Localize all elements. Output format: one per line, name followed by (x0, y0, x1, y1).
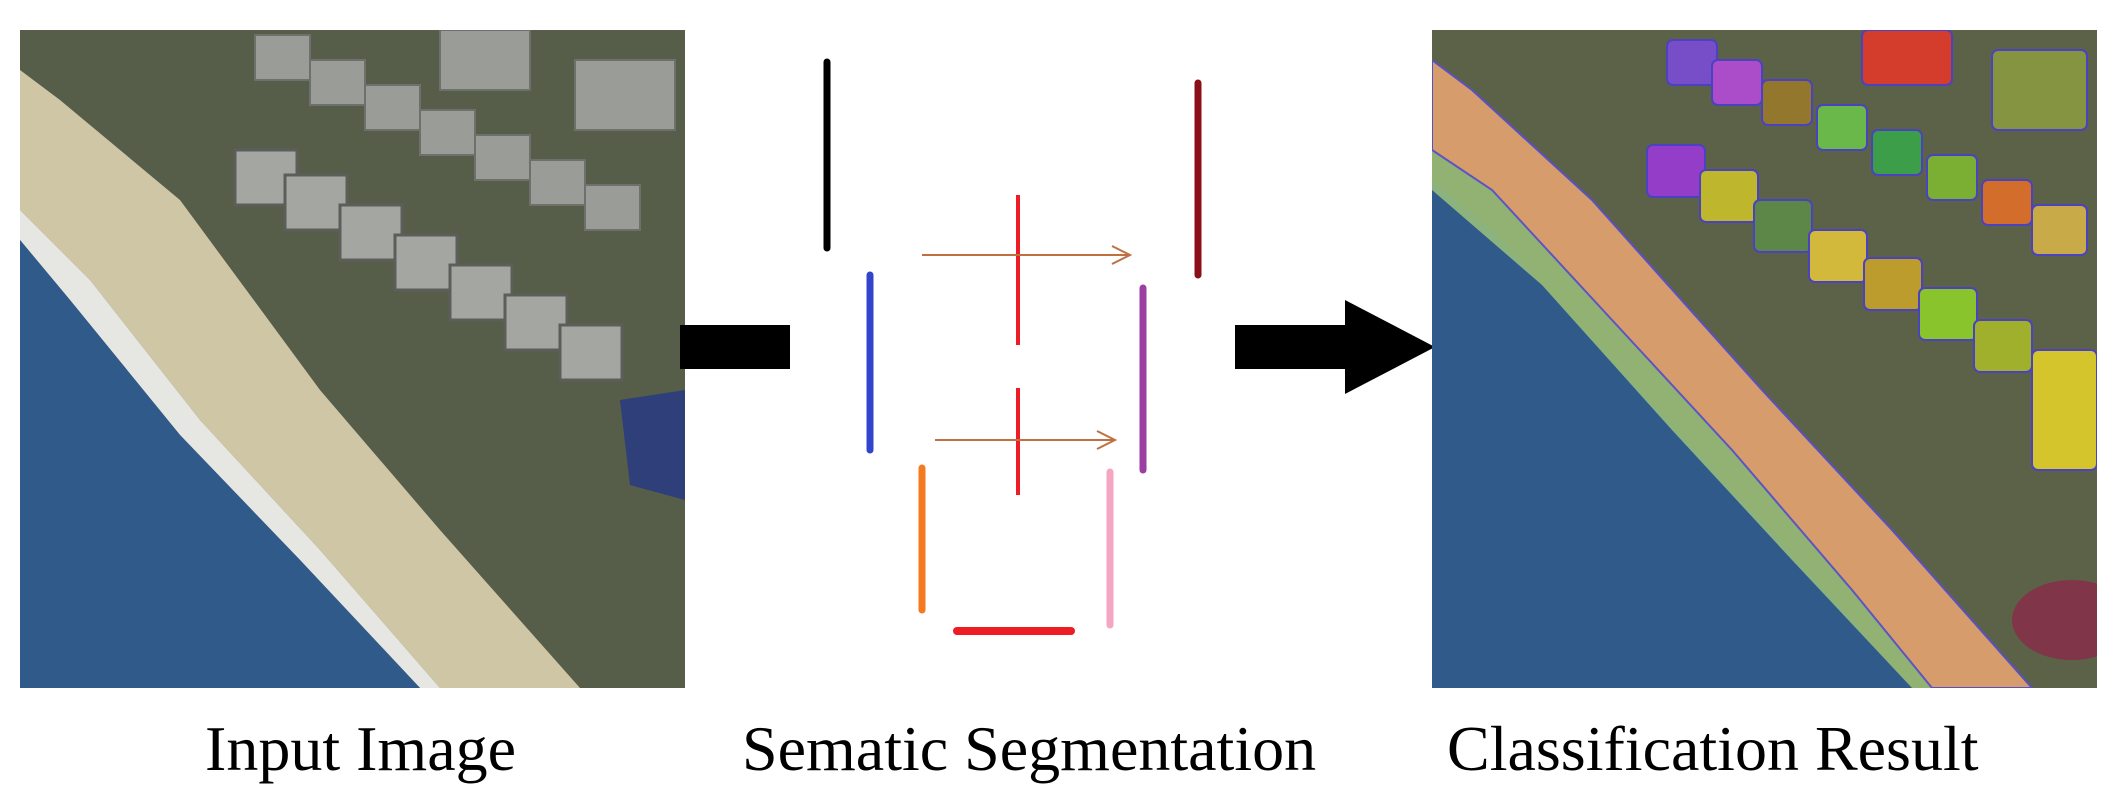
building-overlay (1761, 79, 1813, 126)
building-overlay (1666, 39, 1718, 86)
caption-input-image: Input Image (205, 713, 516, 784)
result-image (1432, 30, 2097, 688)
building-overlay (1646, 144, 1706, 198)
building-overlay (1918, 287, 1978, 341)
caption-semantic-segmentation: Sematic Segmentation (742, 713, 1317, 784)
segment-lines (823, 58, 1202, 635)
building-overlay (1808, 229, 1868, 283)
classification-result-image (1432, 30, 2097, 688)
building-overlay (1753, 199, 1813, 253)
building-overlay (1871, 129, 1923, 176)
building-overlay (1863, 257, 1923, 311)
building-overlay (2031, 349, 2097, 471)
building-overlay (2031, 204, 2088, 256)
building-overlay (1926, 154, 1978, 201)
building-overlay (1861, 30, 1953, 86)
arrow-right (1235, 300, 1435, 394)
segmentation-diagram (660, 40, 1420, 660)
building-overlay (1816, 104, 1868, 151)
satellite-image (20, 30, 685, 688)
building-overlay (1711, 59, 1763, 106)
building-overlay (1973, 319, 2033, 373)
building-overlay (1981, 179, 2033, 226)
building-overlay (1991, 49, 2088, 131)
building-overlay (1699, 169, 1759, 223)
arrow-shaft-left (680, 325, 790, 369)
input-image (20, 30, 685, 688)
caption-classification-result: Classification Result (1447, 713, 1979, 784)
